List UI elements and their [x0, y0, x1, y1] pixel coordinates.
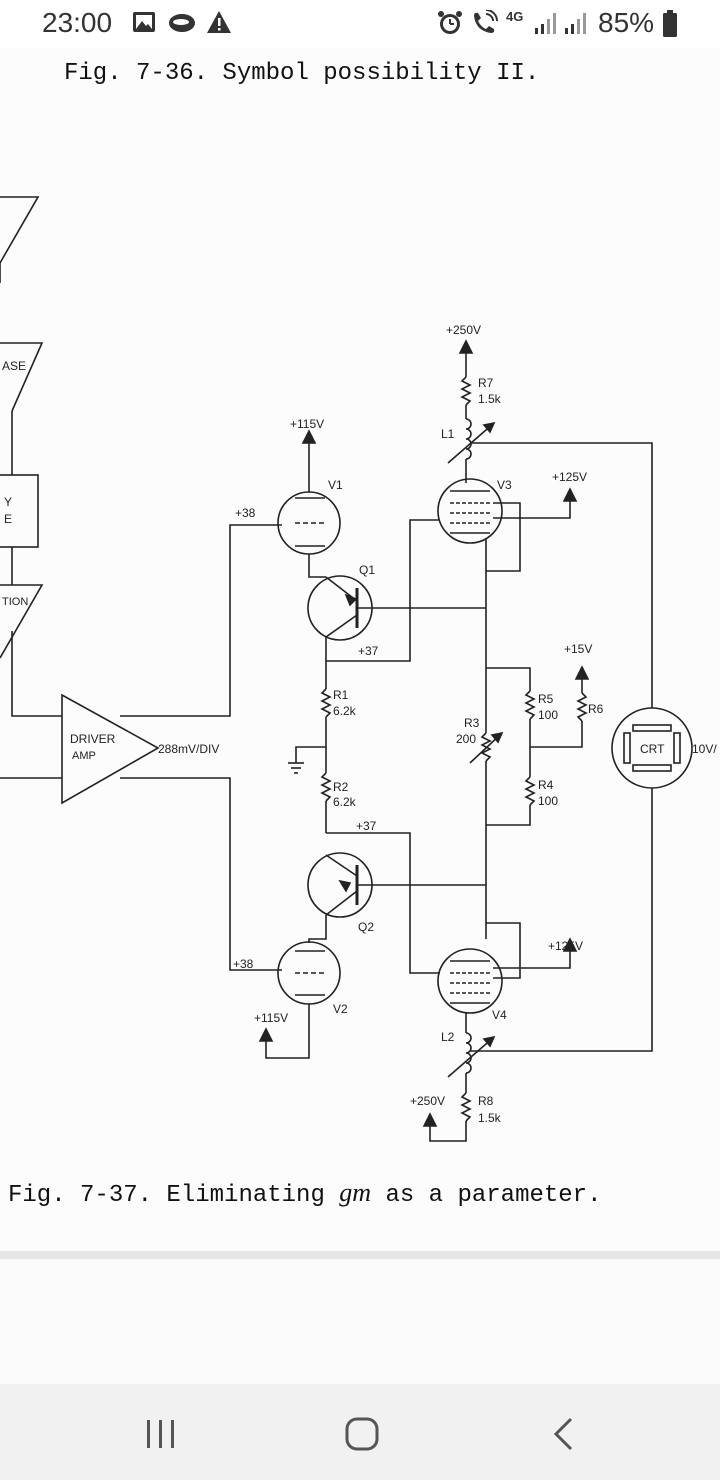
resistor-r6: [576, 692, 588, 722]
caption-bottom-prefix: Fig. 7-37. Eliminating: [8, 1182, 340, 1209]
status-time: 23:00: [42, 7, 113, 38]
r5-value: 100: [538, 708, 558, 722]
document-page[interactable]: Fig. 7-36. Symbol possibility II. ASE Y …: [0, 48, 720, 1252]
battery-percent: 85%: [598, 7, 655, 38]
v2-supply-label: +115V: [254, 1011, 288, 1025]
v4-label: V4: [492, 1008, 507, 1022]
v2-label: V2: [333, 1002, 348, 1016]
v3-screen-label: +125V: [552, 470, 587, 484]
resistor-r5: [524, 690, 536, 720]
driver-amp-label-1: DRIVER: [70, 732, 116, 746]
recent-apps-icon: [147, 1420, 174, 1448]
l2-label: L2: [441, 1030, 455, 1044]
figure-caption-top: Fig. 7-36. Symbol possibility II.: [64, 60, 540, 87]
left-block-1-label: ASE: [2, 359, 26, 373]
cloud-icon: [169, 14, 195, 32]
r3-label: R3: [464, 716, 480, 730]
left-block-3: [0, 474, 39, 548]
top-supply-label: +250V: [446, 323, 481, 337]
left-block-3-label: TION: [2, 596, 28, 608]
r4-value: 100: [538, 794, 558, 808]
signal-icon: [535, 13, 556, 34]
r1-value: 6.2k: [333, 704, 357, 718]
warning-icon: [207, 11, 231, 33]
v1-supply-label: +115V: [290, 417, 324, 431]
crt-symbol: [611, 707, 693, 789]
tube-v1: [277, 491, 341, 555]
left-block-1: [0, 196, 40, 264]
alarm-icon: [438, 11, 462, 34]
r6-label: R6: [588, 702, 604, 716]
inductor-l2: [465, 1032, 472, 1074]
r5-label: R5: [538, 692, 554, 706]
resistor-r1: [320, 688, 332, 718]
crt-label: CRT: [640, 742, 665, 756]
resistor-r7: [460, 376, 472, 406]
q2-label: Q2: [358, 920, 374, 934]
tube-v3: [437, 478, 503, 544]
r8-value: 1.5k: [478, 1111, 502, 1125]
r7-label: R7: [478, 376, 494, 390]
tube-v4: [437, 948, 503, 1014]
inductor-l1: [465, 418, 472, 460]
resistor-r4: [524, 776, 536, 806]
v3-label: V3: [497, 478, 512, 492]
recent-apps-button[interactable]: [130, 1404, 190, 1464]
plus15-label: +15V: [564, 642, 592, 656]
v1-label: V1: [328, 478, 343, 492]
r2-label: R2: [333, 780, 349, 794]
wifi-call-icon: [474, 10, 498, 34]
status-bar: 23:00 4G 85%: [0, 0, 720, 48]
r4-label: R4: [538, 778, 554, 792]
blank-area: [0, 1259, 720, 1384]
output-level-label: 288mV/DIV: [158, 742, 219, 756]
r7-value: 1.5k: [478, 392, 502, 406]
r3-value: 200: [456, 732, 476, 746]
resistor-r2: [320, 772, 332, 802]
network-type-label: 4G: [506, 9, 524, 24]
bottom-supply-label: +250V: [410, 1094, 445, 1108]
left-block-2: [0, 342, 44, 412]
home-icon: [345, 1417, 379, 1451]
left-block-2-label: Y: [4, 495, 12, 509]
back-icon: [553, 1417, 573, 1451]
v1-grid-label: +38: [235, 506, 256, 520]
q2-emitter-label: +37: [356, 819, 377, 833]
back-button[interactable]: [534, 1404, 594, 1464]
r2-value: 6.2k: [333, 795, 357, 809]
home-button[interactable]: [332, 1404, 392, 1464]
q1-emitter-label: +37: [358, 644, 379, 658]
left-block-4: [0, 584, 44, 659]
caption-bottom-em: gm: [339, 1178, 372, 1207]
navigation-bar: [0, 1384, 720, 1480]
q1-label: Q1: [359, 563, 375, 577]
v4-screen-label: +125V: [548, 939, 583, 953]
r8-label: R8: [478, 1094, 494, 1108]
battery-icon: [663, 10, 677, 37]
page-divider: [0, 1251, 720, 1259]
caption-bottom-suffix: as a parameter.: [371, 1182, 602, 1209]
gallery-icon: [133, 12, 155, 32]
figure-caption-bottom: Fig. 7-37. Eliminating gm as a parameter…: [8, 1178, 601, 1209]
signal-icon: [565, 13, 586, 34]
resistor-r8: [460, 1092, 472, 1122]
v2-grid-label: +38: [233, 957, 254, 971]
crt-sensitivity-label: 10V/: [692, 742, 717, 756]
r1-label: R1: [333, 688, 349, 702]
circuit-schematic: ASE Y E TION DRIVER AMP 288mV/DIV +115V …: [0, 196, 717, 1142]
l1-label: L1: [441, 427, 455, 441]
left-block-2-label-2: E: [4, 512, 12, 526]
driver-amp-symbol: [61, 693, 160, 805]
driver-amp-label-2: AMP: [72, 750, 96, 762]
